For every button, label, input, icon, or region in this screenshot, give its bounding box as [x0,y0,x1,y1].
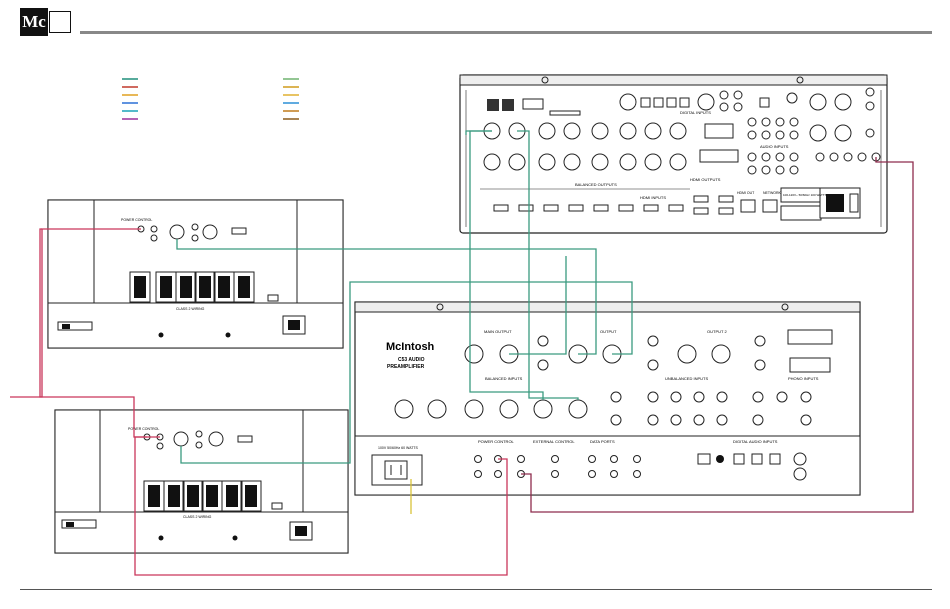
cable-teal-proc-bal-2 [517,130,579,400]
preamp-digital-audio-inputs-label: DIGITAL AUDIO INPUTS [733,439,778,444]
preamp-brand: McIntosh [386,341,435,353]
processor-audio-inputs-label: AUDIO INPUTS [760,144,789,149]
power-amp-1-rear-panel: POWER CONTROL CLASS 2 WIRING [47,199,344,349]
amp1-class2-label: CLASS 2 WIRING [176,307,205,311]
footer-rule [20,589,932,590]
cable-maroon-preamp-to-processor [521,157,914,513]
cable-teal-preamp-to-amp2 [180,281,633,464]
cable-teal-proc-bal-1 [469,130,544,400]
page-number-box [49,11,71,33]
amp2-power-control-label: POWER CONTROL [128,427,159,431]
preamp-subtitle: PREAMPLIFIER [387,364,425,370]
preamp-balanced-inputs-label: BALANCED INPUTS [485,376,523,381]
amp1-power-control-label: POWER CONTROL [121,218,152,222]
header-rule [80,31,932,34]
processor-network-label: NETWORK [763,191,782,195]
processor-hdmi-out-label: HDMI OUT [737,191,755,195]
preamp-output-label: OUTPUT [600,329,617,334]
cable-red-amp2-to-preamp [134,436,508,576]
mcintosh-logo: Mc [20,8,76,36]
cable-teal-preamp-to-amp1 [176,239,597,355]
preamp-unbalanced-inputs-label: UNBALANCED INPUTS [665,376,708,381]
preamp-model: C53 AUDIO [398,357,425,363]
power-amp-2-rear-panel: POWER CONTROL CLASS 2 WIRING [54,409,349,554]
av-processor-rear-panel: BALANCED OUTPUTS HDMI INPUTS HDMI OUTPUT… [459,74,888,234]
cable-teal-preamp-main-r [509,256,567,355]
preamp-main-output-label: MAIN OUTPUT [484,329,512,334]
cable-red-amp1-to-amp2 [10,228,141,398]
processor-hdmi-inputs-label: HDMI INPUTS [640,195,666,200]
processor-digital-inputs-label: DIGITAL INPUTS [680,110,711,115]
preamp-external-control-label: EXTERNAL CONTROL [533,439,575,444]
preamp-phono-inputs-label: PHONO INPUTS [788,376,819,381]
processor-balanced-outputs-label: BALANCED OUTPUTS [575,182,617,187]
logo-mark: Mc [20,8,48,36]
preamp-power-control-label: POWER CONTROL [478,439,515,444]
preamp-data-ports-label: DATA PORTS [590,439,615,444]
amp2-class2-label: CLASS 2 WIRING [183,515,212,519]
cables [10,130,914,576]
preamp-power-rating: 100V 50/60Hz 60 WATTS [378,446,419,450]
processor-power-rating: 100-120V~ 50/60Hz 100 WATTS [783,193,827,197]
legend [122,78,299,120]
processor-hdmi-outputs-label: HDMI OUTPUTS [690,177,721,182]
preamp-output2-label: OUTPUT 2 [707,329,727,334]
c53-preamplifier-rear-panel: McIntosh C53 AUDIO PREAMPLIFIER MAIN OUT… [354,301,861,496]
